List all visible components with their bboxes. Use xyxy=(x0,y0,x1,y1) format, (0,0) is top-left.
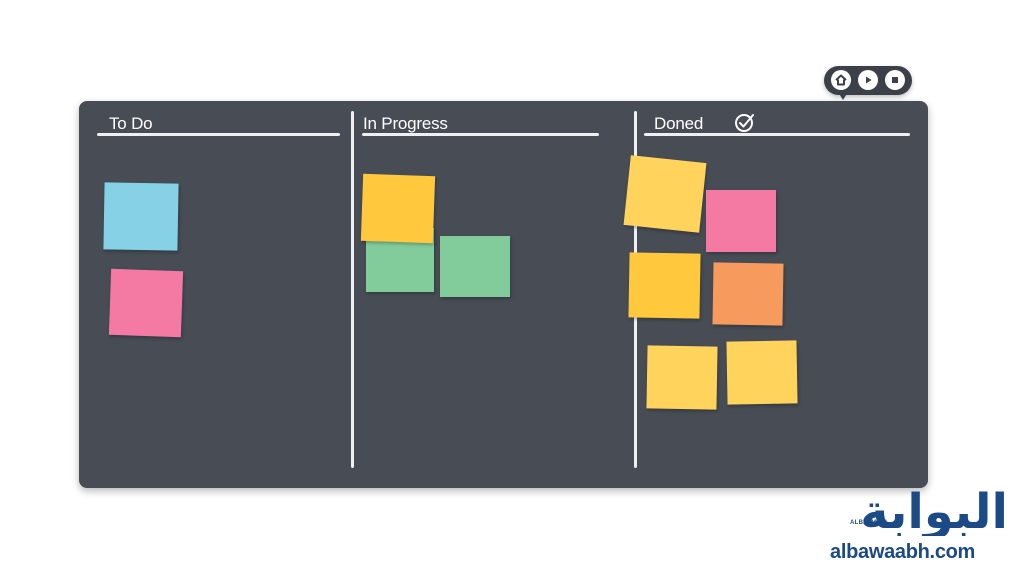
sticky-note[interactable] xyxy=(360,173,436,244)
column-underline xyxy=(97,133,340,136)
albawaabh-logo: البوابة xyxy=(860,484,1008,536)
sticky-note[interactable] xyxy=(646,345,718,410)
column-underline xyxy=(362,133,599,136)
play-icon xyxy=(866,76,872,84)
logo-domain: albawaabh.com xyxy=(830,541,976,563)
sticky-note[interactable] xyxy=(623,155,707,233)
sticky-note[interactable] xyxy=(712,262,784,326)
sticky-note[interactable] xyxy=(103,182,179,251)
sticky-note[interactable] xyxy=(706,190,776,252)
home-icon xyxy=(835,74,847,86)
check-circle-icon xyxy=(735,114,754,132)
column-title-todo[interactable]: To Do xyxy=(109,114,153,133)
stop-icon xyxy=(892,77,898,83)
column-title-in-progress[interactable]: In Progress xyxy=(363,114,448,133)
sticky-note[interactable] xyxy=(726,340,798,405)
column-title-done[interactable]: Doned xyxy=(654,114,704,133)
svg-text:البوابة: البوابة xyxy=(860,484,1008,536)
column-divider xyxy=(351,111,354,468)
logo-subtext: ALBAWABH xyxy=(850,520,888,526)
sticky-note[interactable] xyxy=(108,268,184,338)
home-button[interactable] xyxy=(831,70,851,90)
play-button[interactable] xyxy=(858,70,878,90)
stop-button[interactable] xyxy=(885,70,905,90)
sticky-note[interactable] xyxy=(440,236,510,297)
column-underline xyxy=(644,133,910,136)
toolbar-pointer xyxy=(838,92,848,100)
sticky-note[interactable] xyxy=(628,252,701,319)
